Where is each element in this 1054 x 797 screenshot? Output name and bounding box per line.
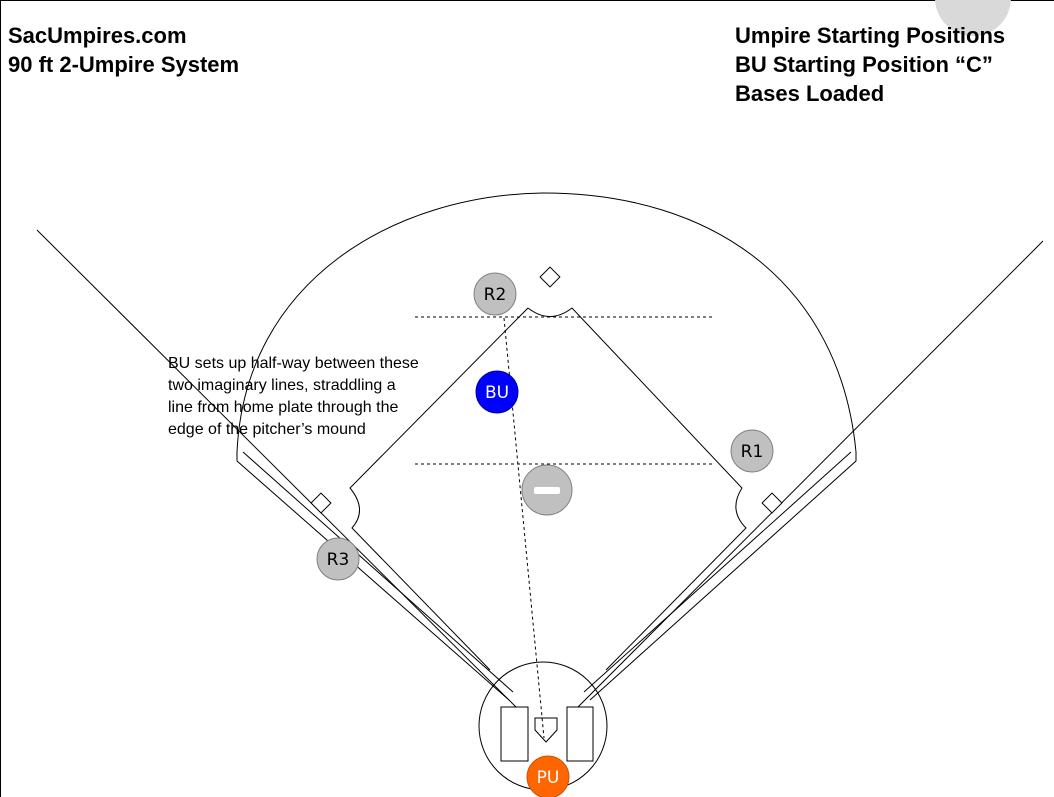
second-base [539, 266, 561, 288]
infield-first-side [527, 307, 747, 671]
left-batters-box [500, 706, 529, 762]
right-lane-inner [583, 451, 852, 693]
runner-r3-marker: R3 [316, 537, 360, 581]
runner-r1-marker: R1 [730, 429, 774, 473]
runner-r1-label: R1 [741, 442, 764, 462]
left-lane-outer [236, 452, 510, 701]
diagram-title: Umpire Starting Positions [735, 23, 1006, 48]
runner-r2-marker: R2 [473, 272, 517, 316]
first-base [761, 492, 783, 514]
system-subtitle: 90 ft 2-Umpire System [8, 52, 240, 77]
pitcher-rubber [534, 487, 560, 494]
bu-instruction-note: BU sets up half-way between these two im… [168, 353, 498, 441]
site-title: SacUmpires.com [8, 23, 187, 48]
home-to-mound-sightline [503, 317, 545, 739]
left-lane-inner [242, 451, 514, 693]
right-foul-line [576, 240, 1044, 709]
base-umpire-marker: BU [475, 370, 519, 414]
right-lane-outer [589, 452, 857, 701]
note-line-4: edge of the pitcher’s mound [168, 421, 366, 438]
note-line-3: line from home plate through the [168, 399, 399, 416]
runner-r3-label: R3 [327, 550, 350, 570]
third-base [310, 492, 332, 514]
plate-umpire-marker: PU [526, 755, 570, 797]
note-line-1: BU sets up half-way between these [168, 355, 419, 372]
situation-subtitle: Bases Loaded [735, 81, 885, 106]
infield-third-side [349, 307, 529, 671]
base-umpire-label: BU [485, 383, 509, 403]
plate-umpire-label: PU [537, 768, 560, 788]
outfield-arc [236, 192, 857, 453]
site-header: SacUmpires.com 90 ft 2-Umpire System [8, 22, 239, 80]
note-line-2: two imaginary lines, straddling a [168, 377, 396, 394]
pitcher-mound [521, 464, 573, 516]
left-foul-line [36, 229, 518, 709]
position-subtitle: BU Starting Position “C” [735, 52, 993, 77]
right-batters-box [566, 706, 594, 762]
diagram-header: Umpire Starting Positions BU Starting Po… [735, 22, 1005, 109]
home-plate [534, 717, 558, 743]
runner-r2-label: R2 [484, 285, 507, 305]
